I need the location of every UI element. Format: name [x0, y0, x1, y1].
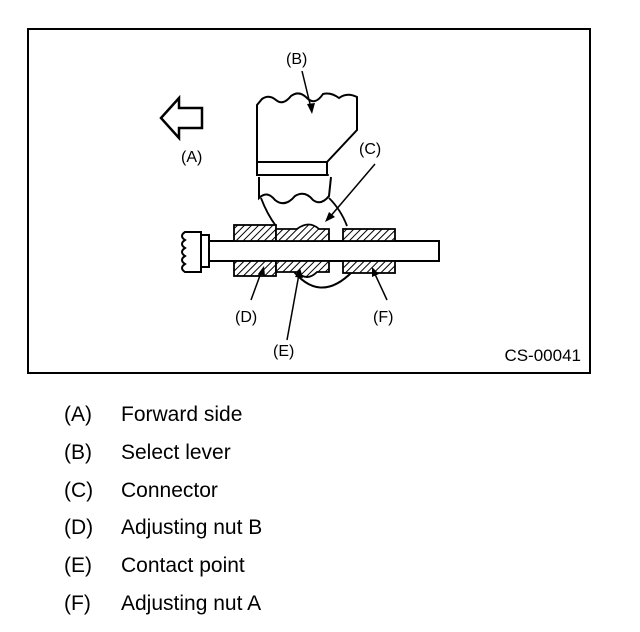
lever-body-left-edge [260, 197, 277, 227]
leader-b [301, 70, 312, 109]
legend-label: Connector [121, 478, 218, 502]
leader-e [286, 273, 300, 341]
callout-c: (C) [359, 141, 382, 158]
leader-arrowheads [258, 103, 379, 278]
rubber-boot [181, 231, 202, 273]
figure-code: CS-00041 [504, 346, 581, 365]
leader-lines [250, 70, 388, 341]
callout-d: (D) [235, 309, 258, 326]
callout-f: (F) [373, 309, 394, 326]
shift-rod [203, 240, 440, 262]
legend-label: Select lever [121, 440, 231, 464]
select-lever [256, 92, 358, 176]
legend-key: (D) [64, 516, 94, 540]
legend-item: (A) Forward side [64, 402, 262, 440]
boot-collar [200, 234, 210, 268]
legend-key: (E) [64, 554, 92, 578]
legend-list: (A) Forward side (B) Select lever (C) Conne… [64, 402, 262, 629]
legend-key: (C) [64, 478, 94, 502]
callout-e: (E) [273, 343, 295, 360]
legend-label: Adjusting nut A [121, 591, 262, 615]
legend-item: (F) Adjusting nut A [64, 591, 262, 629]
callout-a: (A) [181, 149, 203, 166]
leader-c [328, 163, 376, 219]
lever-lower-section [258, 176, 332, 205]
connector [275, 223, 330, 278]
callout-b: (B) [286, 51, 308, 68]
legend-item: (B) Select lever [64, 440, 262, 478]
legend-label: Adjusting nut B [121, 516, 263, 540]
leader-d [250, 269, 263, 301]
forward-arrow-icon [159, 94, 204, 142]
legend-key: (A) [64, 403, 92, 426]
legend-label: Contact point [121, 554, 245, 578]
legend-item: (E) Contact point [64, 553, 262, 591]
diagram-figure: (B) (A) (C) (D) (F) (E) CS-00041 [27, 28, 591, 374]
adjusting-nut-b [233, 224, 277, 277]
adjusting-nut-a [342, 228, 396, 274]
legend-item: (D) Adjusting nut B [64, 515, 262, 553]
legend-key: (F) [64, 591, 91, 615]
legend-item: (C) Connector [64, 478, 262, 516]
leader-f [373, 271, 388, 301]
legend-label: Forward side [121, 403, 243, 426]
lever-body-right-edge [328, 197, 348, 227]
legend-key: (B) [64, 440, 92, 464]
mechanism-drawing [159, 70, 440, 341]
